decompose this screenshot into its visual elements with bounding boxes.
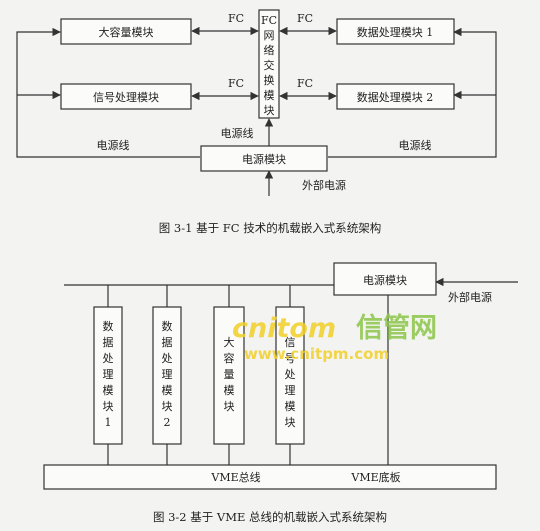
svg-text:模: 模 bbox=[224, 384, 235, 397]
fc-links bbox=[191, 26, 337, 101]
vme-power-label: 电源模块 bbox=[363, 273, 407, 287]
svg-text:数: 数 bbox=[103, 320, 114, 333]
svg-text:信: 信 bbox=[285, 336, 296, 349]
svg-text:理: 理 bbox=[285, 384, 296, 397]
data-processing-module-2 bbox=[336, 83, 455, 110]
svg-text:模: 模 bbox=[285, 400, 296, 413]
svg-text:网: 网 bbox=[264, 29, 275, 42]
svg-text:块: 块 bbox=[285, 416, 296, 429]
external-power-label: 外部电源 bbox=[302, 178, 346, 192]
power-line-center-label: 电源线 bbox=[221, 126, 254, 140]
svg-text:处: 处 bbox=[103, 352, 114, 365]
svg-text:模: 模 bbox=[162, 384, 173, 397]
svg-text:大: 大 bbox=[224, 335, 235, 349]
svg-text:号: 号 bbox=[285, 352, 296, 365]
card-data-processing-1 bbox=[93, 306, 123, 445]
svg-text:络: 络 bbox=[264, 43, 275, 57]
svg-text:块: 块 bbox=[103, 400, 114, 413]
card-mass-storage bbox=[213, 306, 245, 445]
svg-text:块: 块 bbox=[162, 400, 173, 413]
svg-text:2: 2 bbox=[164, 416, 171, 429]
mass-storage-label: 大容量模块 bbox=[99, 25, 154, 39]
power-line-left-label: 电源线 bbox=[97, 138, 130, 152]
data-processing-2-label: 数据处理模块 2 bbox=[357, 90, 434, 104]
svg-text:块: 块 bbox=[224, 400, 235, 413]
svg-text:处: 处 bbox=[285, 368, 296, 381]
card-signal-processing bbox=[275, 306, 305, 445]
data-processing-module-1 bbox=[336, 18, 455, 45]
signal-processing-module bbox=[60, 83, 192, 110]
svg-text:交: 交 bbox=[264, 58, 275, 72]
svg-text:数: 数 bbox=[162, 320, 173, 333]
card-data-processing-2 bbox=[152, 306, 182, 445]
fc-switch-label: FC 网 络 交 换 模 块 bbox=[261, 14, 277, 117]
fc-label-top-left: FC bbox=[228, 12, 244, 25]
vme-external-power-label: 外部电源 bbox=[448, 290, 492, 304]
svg-text:模: 模 bbox=[103, 384, 114, 397]
figure-caption-3-1: 图 3-1 基于 FC 技术的机载嵌入式系统架构 bbox=[159, 221, 381, 235]
fc-switch-module bbox=[258, 9, 280, 119]
diagram-fc: 大容量模块 信号处理模块 数据处理模块 1 数据处理模块 2 FC 网 络 交 … bbox=[16, 9, 497, 235]
card-mass-storage-label: 大 容 量 模 块 bbox=[224, 335, 235, 413]
svg-text:理: 理 bbox=[162, 368, 173, 381]
power-wiring bbox=[16, 27, 497, 196]
svg-text:处: 处 bbox=[162, 352, 173, 365]
svg-text:1: 1 bbox=[105, 416, 112, 429]
svg-text:据: 据 bbox=[162, 335, 173, 349]
svg-text:模: 模 bbox=[264, 89, 275, 102]
diagram-vme: 电源模块 外部电源 数 据 处 理 模 块 1 数 据 处 理 模 块 2 大 … bbox=[43, 262, 518, 524]
watermark: cnitom 信管网 www.cnitpm.com bbox=[232, 313, 437, 363]
card-signal-processing-label: 信 号 处 理 模 块 bbox=[285, 336, 296, 429]
svg-text:理: 理 bbox=[103, 368, 114, 381]
vme-backplane-label: VME底板 bbox=[350, 470, 400, 484]
vme-power-module bbox=[333, 262, 437, 296]
power-module-label: 电源模块 bbox=[242, 152, 286, 166]
svg-text:量: 量 bbox=[224, 368, 235, 381]
card-data-processing-2-label: 数 据 处 理 模 块 2 bbox=[162, 320, 173, 429]
watermark-brand-cn: 信管网 bbox=[356, 313, 437, 344]
power-module bbox=[200, 145, 328, 172]
svg-text:块: 块 bbox=[264, 104, 275, 117]
svg-text:FC: FC bbox=[261, 14, 277, 27]
mass-storage-module bbox=[60, 18, 192, 45]
watermark-url: www.cnitpm.com bbox=[244, 345, 389, 363]
svg-text:容: 容 bbox=[224, 351, 235, 365]
watermark-brand-latin: cnitom bbox=[232, 313, 336, 344]
vme-backplane bbox=[43, 464, 497, 490]
power-line-right-label: 电源线 bbox=[399, 138, 432, 152]
svg-text:换: 换 bbox=[264, 73, 275, 87]
data-processing-1-label: 数据处理模块 1 bbox=[357, 25, 434, 39]
card-data-processing-1-label: 数 据 处 理 模 块 1 bbox=[103, 320, 114, 429]
vme-bus-label: VME总线 bbox=[210, 470, 260, 484]
fc-label-mid-right: FC bbox=[297, 77, 313, 90]
fc-label-mid-left: FC bbox=[228, 77, 244, 90]
signal-processing-label: 信号处理模块 bbox=[93, 91, 159, 104]
svg-text:据: 据 bbox=[103, 335, 114, 349]
figure-caption-3-2: 图 3-2 基于 VME 总线的机载嵌入式系统架构 bbox=[153, 510, 387, 524]
fc-label-top-right: FC bbox=[297, 12, 313, 25]
